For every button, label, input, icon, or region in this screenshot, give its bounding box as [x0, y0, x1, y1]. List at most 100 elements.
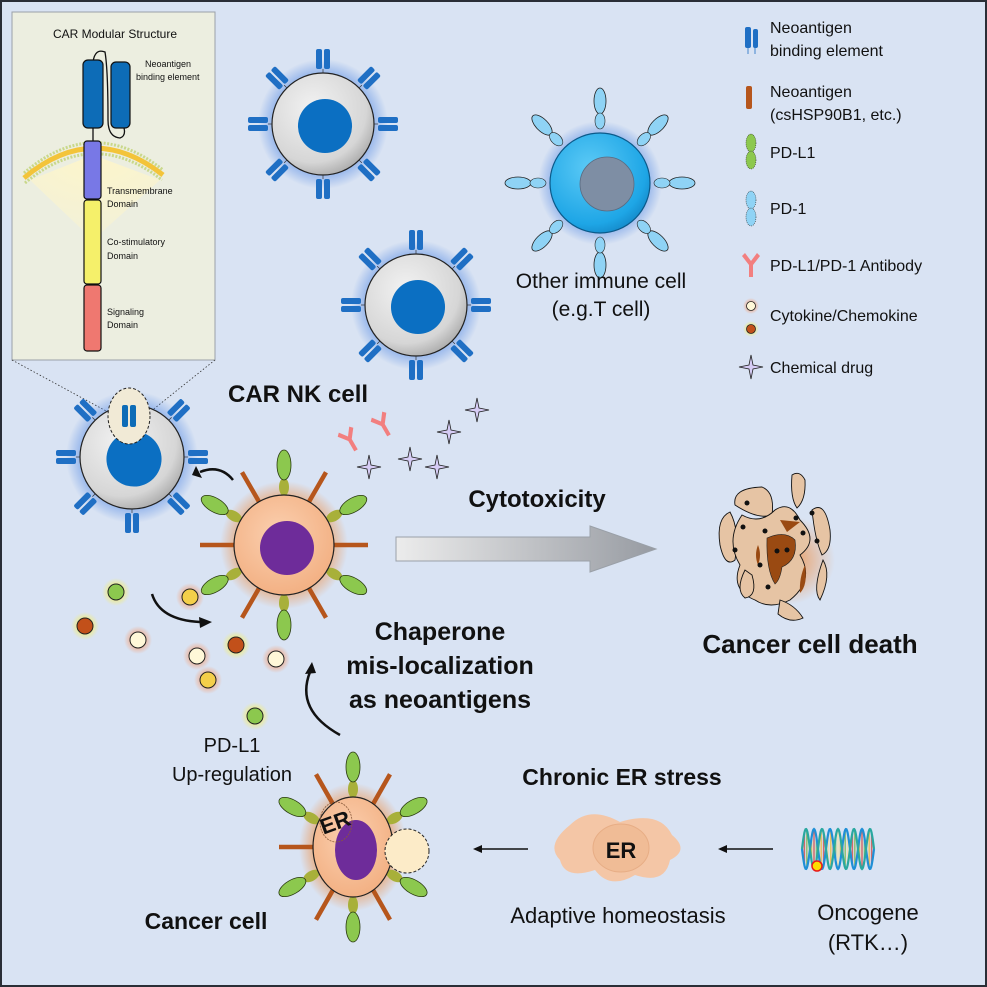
- car-receptor-chain: [341, 298, 361, 304]
- cancer-nucleus: [335, 820, 377, 880]
- straight-arrowheads: [473, 845, 727, 853]
- nk-nucleus: [297, 98, 353, 154]
- membrane-lipid-inner: [24, 152, 163, 185]
- car-nk-cell: [248, 49, 398, 199]
- cancer-cell-stressed: ER: [278, 751, 430, 943]
- signaling-label-1: Signaling: [107, 307, 144, 317]
- fragment: [811, 507, 831, 556]
- transmembrane-domain: [83, 140, 102, 200]
- chemical-drug-star: [397, 446, 423, 472]
- legend-label: (csHSP90B1, etc.): [770, 107, 902, 124]
- car-highlight-ellipse: [107, 387, 151, 445]
- curved-arrows: [150, 468, 341, 737]
- dead-cancer-cell: [718, 472, 835, 621]
- car-receptor: [358, 247, 382, 271]
- legend-label: PD-L1/PD-1 Antibody: [770, 258, 922, 275]
- arrowheads: [192, 466, 316, 674]
- fragment: [739, 569, 755, 599]
- neoantigen-binding-element-icon: [745, 27, 758, 54]
- car-receptor-chain: [74, 492, 91, 510]
- pd-1-receptor: [531, 219, 564, 252]
- car-receptor-stalk: [358, 159, 363, 164]
- pd-l1-receptor: [326, 567, 368, 596]
- dead-fragment-dark: [756, 545, 760, 565]
- car-receptor: [357, 158, 381, 182]
- pd-l1-lobe: [399, 876, 428, 898]
- pd-1-receptor: [531, 114, 564, 147]
- car-receptor-stalk: [168, 493, 172, 497]
- car-receptor-chain: [188, 458, 208, 464]
- pdl1-label-2: Up-regulation: [172, 764, 292, 786]
- pd-l1-lobe: [339, 494, 368, 516]
- highlighted-car-receptor: [122, 405, 136, 427]
- car-receptor-chain: [364, 345, 382, 363]
- car-receptor-stalk: [451, 265, 456, 270]
- legend-label: Chemical drug: [770, 360, 873, 377]
- binding-linker: [92, 50, 126, 139]
- neoantigen-spike: [305, 471, 328, 505]
- cancer-cell-target: [200, 449, 368, 641]
- car-receptor: [450, 247, 474, 271]
- cytokine-particle: [246, 707, 264, 725]
- car-receptor-chain: [450, 345, 468, 363]
- dna-strand: [800, 827, 876, 871]
- cells-layer: ER: [56, 49, 696, 943]
- pd-l1-receptor: [200, 567, 242, 596]
- pd-1-lobe: [549, 132, 564, 147]
- car-receptor: [56, 450, 80, 464]
- car-receptor: [374, 117, 398, 131]
- car-receptor: [265, 66, 289, 90]
- car-receptor-stalk: [451, 340, 456, 345]
- er-stressed-cell: ER: [554, 814, 681, 882]
- car-receptor: [341, 298, 365, 312]
- cytokine-icon: [743, 298, 759, 337]
- antibody: [370, 411, 391, 437]
- pd-l1-lobe: [276, 449, 292, 481]
- car-receptor-chain: [56, 450, 76, 456]
- car-receptor-chain: [316, 179, 322, 199]
- secretion-vesicle: [384, 828, 430, 874]
- pd-l1-receptor: [276, 594, 292, 641]
- car-receptor-chain: [358, 253, 376, 271]
- car-receptor-chain: [167, 399, 185, 416]
- transmembrane-label-2: Domain: [107, 199, 138, 209]
- chaperone-label-1: Chaperone: [375, 618, 506, 646]
- pd-l1-receptor: [345, 751, 361, 798]
- car-receptor-stalk: [92, 493, 96, 497]
- cytokines: [71, 578, 290, 730]
- car-receptor: [74, 399, 97, 422]
- legend-label: Neoantigen: [770, 84, 852, 101]
- chronic-er-stress-label: Chronic ER stress: [522, 764, 721, 790]
- fragment: [816, 558, 828, 601]
- pd-l1-lobe: [399, 796, 428, 818]
- cytokine-particle: [76, 617, 94, 635]
- pd-1-lobe: [529, 177, 547, 189]
- car-receptor-chain: [324, 49, 330, 69]
- neoantigen-spike: [370, 773, 392, 807]
- cytokine-particle: [199, 671, 217, 689]
- chemical-drugs: [356, 397, 490, 480]
- car-receptor-stalk: [283, 84, 288, 89]
- car-receptor-chain: [248, 125, 268, 131]
- fragment: [734, 486, 773, 517]
- legend: Neoantigen binding element Neoantigen (c…: [738, 20, 922, 380]
- car-receptor-chain: [265, 72, 283, 90]
- cytokine-particle: [267, 650, 285, 668]
- pd-1-lobe: [504, 176, 532, 190]
- pd-l1-lobe: [278, 876, 307, 898]
- pd-l1-lobe: [200, 494, 229, 516]
- pd-l1-receptor: [345, 896, 361, 943]
- binding-label-1: Neoantigen: [145, 59, 191, 69]
- pd-l1-receptor: [278, 869, 320, 898]
- pd-l1-receptor: [200, 494, 242, 523]
- car-receptor-chain: [471, 298, 491, 304]
- pd-l1-base: [386, 869, 403, 883]
- chaperone-label-3: as neoantigens: [349, 686, 531, 714]
- costimulatory-domain: [83, 199, 102, 285]
- chemical-drug-icon: [738, 354, 764, 380]
- car-receptor-chain: [56, 458, 76, 464]
- car-receptor-chain: [271, 66, 289, 84]
- neoantigen-spike: [314, 773, 336, 807]
- pd-1-icon: [745, 190, 757, 227]
